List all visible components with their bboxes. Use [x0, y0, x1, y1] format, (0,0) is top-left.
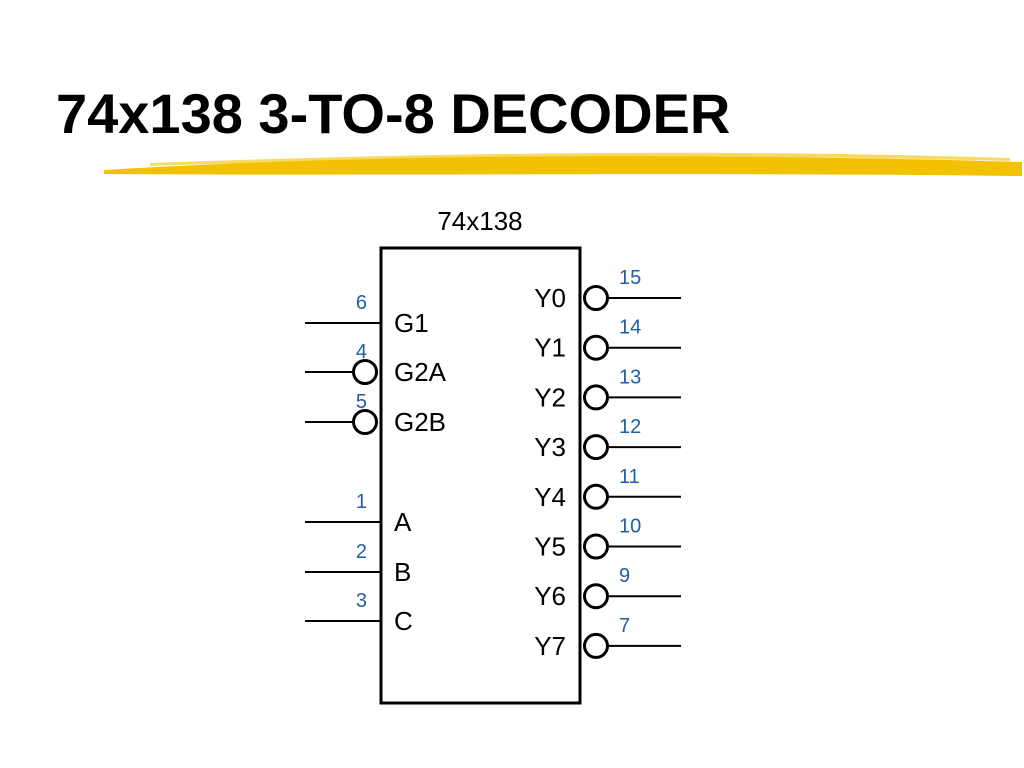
- pin-label: G2A: [394, 357, 447, 387]
- pin-label: Y1: [534, 333, 566, 363]
- pin-number: 15: [619, 267, 641, 289]
- underline-brush-streak: [150, 152, 1010, 166]
- pin-label: Y5: [534, 532, 566, 562]
- inversion-bubble: [583, 434, 609, 461]
- pin-number: 11: [619, 466, 640, 488]
- pin-number: 10: [619, 516, 641, 538]
- inversion-bubble: [583, 533, 609, 560]
- output-pin-y6: 9Y6: [534, 565, 681, 611]
- pin-label: G1: [394, 308, 429, 338]
- slide-title: 74x138 3-TO-8 DECODER: [56, 82, 731, 145]
- underline-brush-main: [104, 156, 1022, 176]
- pin-label: G2B: [394, 407, 446, 437]
- pin-label: A: [394, 507, 412, 537]
- pin-number: 13: [619, 366, 641, 388]
- pin-number: 2: [356, 541, 367, 563]
- output-pin-y7: 7Y7: [534, 615, 681, 661]
- pin-number: 4: [356, 341, 367, 363]
- pin-number: 14: [619, 317, 641, 339]
- pin-number: 3: [356, 590, 367, 612]
- pin-number: 6: [356, 292, 367, 314]
- title-underline-stroke: [104, 152, 1022, 176]
- pin-number: 12: [619, 416, 641, 438]
- pin-label: Y7: [534, 631, 566, 661]
- pin-label: Y4: [534, 482, 566, 512]
- pin-label: Y3: [534, 432, 566, 462]
- inversion-bubble: [583, 632, 609, 659]
- inversion-bubble: [583, 583, 609, 610]
- pin-number: 5: [356, 391, 367, 413]
- pin-label: Y2: [534, 382, 566, 412]
- pin-label: B: [394, 557, 411, 587]
- pin-number: 9: [619, 565, 630, 587]
- inversion-bubble: [352, 359, 378, 385]
- inversion-bubble: [583, 483, 609, 510]
- input-pin-b: 2B: [305, 541, 411, 587]
- pin-number: 7: [619, 615, 630, 637]
- inversion-bubble: [583, 334, 609, 361]
- chip-name: 74x138: [437, 206, 522, 236]
- pin-number: 1: [356, 491, 367, 513]
- pin-label: Y6: [534, 581, 566, 611]
- input-pin-c: 3C: [305, 590, 413, 636]
- pin-label: Y0: [534, 283, 566, 313]
- inversion-bubble: [583, 384, 609, 411]
- inversion-bubble: [352, 409, 378, 435]
- chip-body: [379, 246, 582, 705]
- input-pin-a: 1A: [305, 491, 412, 537]
- pin-label: C: [394, 606, 413, 636]
- inversion-bubble: [583, 285, 609, 311]
- input-pin-g1: 6G1: [305, 292, 429, 338]
